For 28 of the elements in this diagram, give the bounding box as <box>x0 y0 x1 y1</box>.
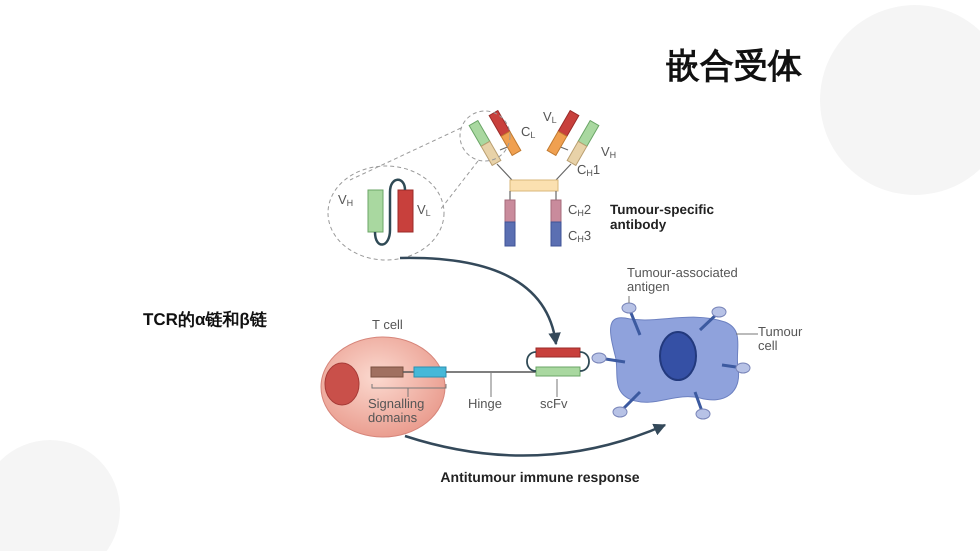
arrow <box>404 423 666 457</box>
dashed-circle <box>459 110 511 162</box>
leader-line <box>628 296 630 304</box>
domain-label: C$_{H}$2 <box>568 203 592 218</box>
zoom-circle-drawing <box>327 165 445 261</box>
t-cell-drawing <box>320 318 446 438</box>
cell-label: T cell <box>372 318 403 332</box>
callout-label: Signalling domains <box>368 397 448 427</box>
node-caption: Tumour-specific antibody <box>610 203 716 233</box>
slide-title: 嵌合受体 <box>666 46 802 87</box>
edge-label: Antitumour immune response <box>439 469 641 485</box>
dashed-connector <box>350 128 478 210</box>
leader-line <box>372 384 446 398</box>
domain-label: C$_{L}$ <box>521 125 536 140</box>
domain-label: C$_{H}$1 <box>577 163 600 178</box>
callout-label: scFv <box>540 397 576 413</box>
domain-label: V$_{H}$ <box>338 193 354 208</box>
leader-line <box>556 378 558 398</box>
domain-label: V$_{L}$ <box>417 203 431 218</box>
callout-label: Tumour-associated antigen <box>627 266 777 296</box>
arrow <box>400 256 560 346</box>
callout-label: Tumour cell <box>758 325 810 355</box>
annotation: TCR的α链和β链 <box>143 311 267 328</box>
domain-label: C$_{H}$3 <box>568 229 592 244</box>
leader-line <box>490 372 492 398</box>
domain-label: V$_{L}$ <box>543 110 557 125</box>
callout-label: Hinge <box>468 397 514 413</box>
domain-label: V$_{H}$ <box>601 145 616 160</box>
